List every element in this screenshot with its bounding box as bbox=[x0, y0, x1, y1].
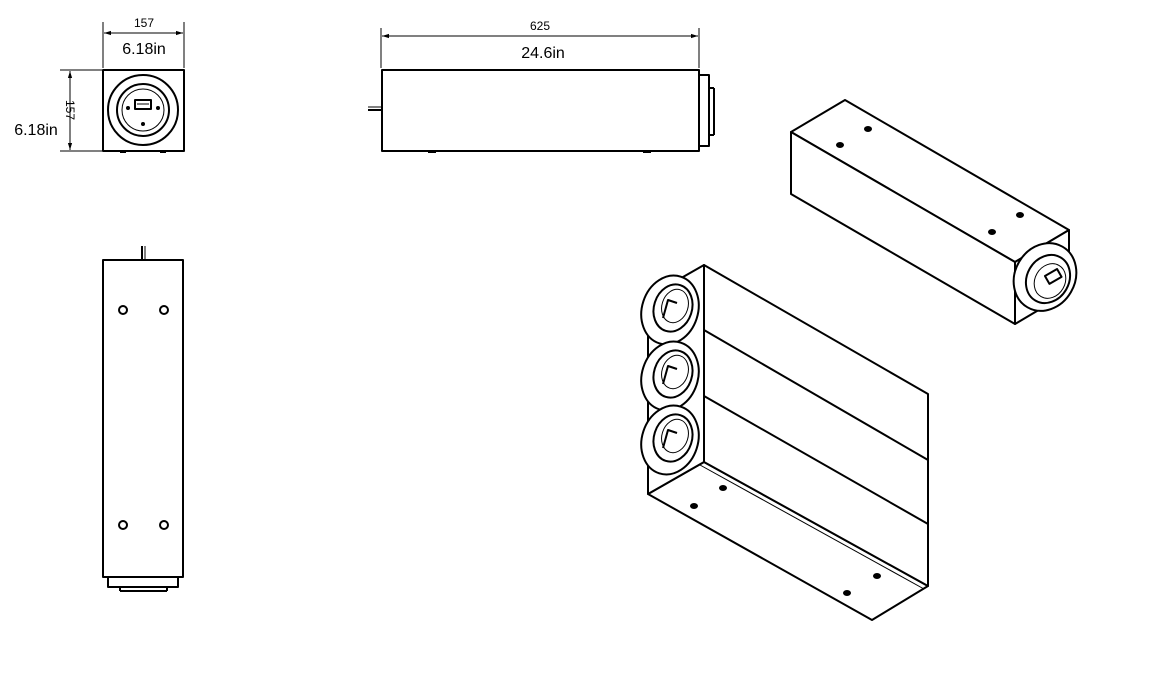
front-width-in-label: 6.18in bbox=[122, 41, 166, 58]
top-view bbox=[102, 246, 184, 592]
isometric-stacked-units bbox=[640, 264, 929, 621]
front-width-mm-label: 157 bbox=[134, 16, 154, 30]
side-length-mm-label: 625 bbox=[530, 19, 550, 33]
stacked-port-bottom bbox=[640, 404, 700, 476]
front-view: 157 6.18in 157 6.18in bbox=[14, 16, 185, 153]
front-height-mm-label: 157 bbox=[63, 100, 77, 120]
front-height-in-label: 6.18in bbox=[14, 122, 58, 139]
side-view: 625 24.6in bbox=[368, 19, 715, 153]
isometric-single-unit bbox=[790, 99, 1078, 325]
stacked-port-top bbox=[640, 274, 700, 346]
side-length-in-label: 24.6in bbox=[521, 45, 565, 62]
